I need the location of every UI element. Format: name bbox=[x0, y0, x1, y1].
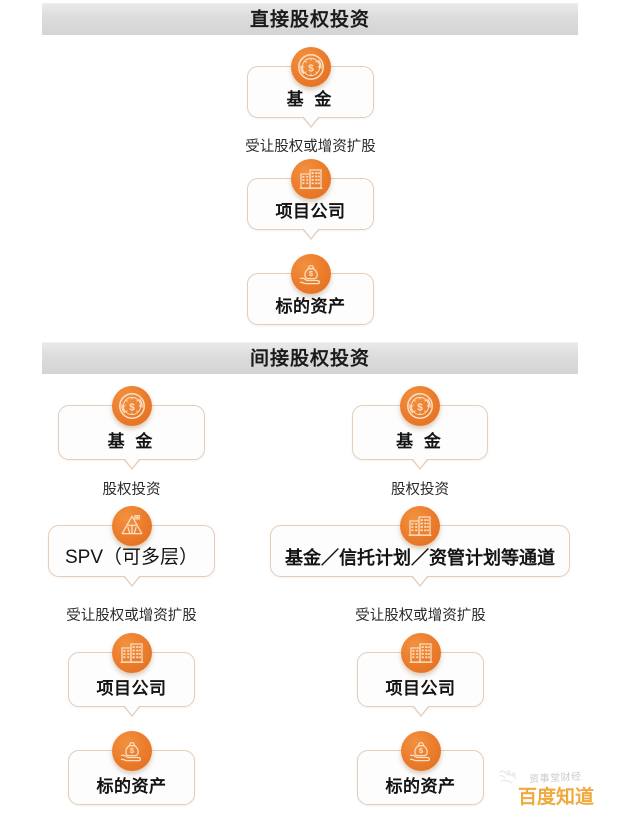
node-bubble: 项目公司 bbox=[247, 159, 374, 240]
node-label: 标的资产 bbox=[96, 777, 167, 797]
building-icon bbox=[290, 159, 331, 199]
bubble-tail bbox=[411, 575, 429, 587]
connector-label-direct-1: 受让股权或增资扩股 bbox=[245, 139, 376, 155]
node-left-fund[interactable]: $ 基 金 bbox=[58, 386, 205, 470]
node-bubble: 项目公司 bbox=[68, 633, 195, 717]
connector-label-left-2: 受让股权或增资扩股 bbox=[66, 608, 197, 624]
building-icon bbox=[400, 633, 441, 673]
bubble-tail bbox=[411, 705, 430, 717]
section-header-direct: 直接股权投资 bbox=[42, 3, 578, 35]
bubble-tail bbox=[411, 458, 429, 470]
node-direct-underlying-asset[interactable]: $ 标的资产 bbox=[247, 254, 374, 325]
section-title-direct: 直接股权投资 bbox=[249, 9, 370, 30]
node-right-channel[interactable]: 基金／信托计划／资管计划等通道 bbox=[270, 506, 570, 587]
node-bubble: $ 标的资产 bbox=[357, 731, 484, 805]
bubble-tail bbox=[122, 458, 141, 470]
node-label: 基 金 bbox=[396, 432, 444, 452]
node-bubble: $ 标的资产 bbox=[68, 731, 195, 805]
node-label: 标的资产 bbox=[275, 297, 346, 317]
connector-label-left-1: 股权投资 bbox=[102, 482, 161, 498]
node-left-project-company[interactable]: 项目公司 bbox=[68, 633, 195, 717]
connector-label-right-1: 股权投资 bbox=[391, 482, 449, 498]
connector-label-right-2: 受让股权或增资扩股 bbox=[355, 608, 486, 624]
node-bubble: $ 基 金 bbox=[352, 386, 488, 470]
svg-text:$: $ bbox=[308, 269, 313, 278]
node-bubble: 项目公司 bbox=[357, 633, 484, 717]
pyramid-layers-icon bbox=[111, 506, 152, 546]
node-label: 项目公司 bbox=[275, 202, 346, 222]
hand-money-bag-icon: $ bbox=[111, 731, 152, 771]
bubble-tail bbox=[122, 705, 141, 717]
node-label: 基金／信托计划／资管计划等通道 bbox=[285, 548, 555, 569]
building-icon bbox=[400, 506, 440, 546]
section-header-indirect: 间接股权投资 bbox=[42, 342, 578, 374]
node-label: SPV（可多层） bbox=[64, 547, 199, 569]
coin-money-icon: $ bbox=[400, 386, 440, 426]
node-label: 项目公司 bbox=[385, 679, 456, 699]
svg-text:$: $ bbox=[417, 402, 423, 413]
node-bubble: SPV（可多层） bbox=[48, 506, 215, 587]
node-label: 基 金 bbox=[286, 90, 335, 110]
node-right-project-company[interactable]: 项目公司 bbox=[357, 633, 484, 717]
svg-text:$: $ bbox=[308, 63, 314, 74]
node-label: 项目公司 bbox=[96, 679, 167, 699]
coin-money-icon: $ bbox=[111, 386, 152, 426]
node-bubble: $ 基 金 bbox=[247, 47, 374, 128]
node-bubble: 基金／信托计划／资管计划等通道 bbox=[270, 506, 570, 587]
building-icon bbox=[111, 633, 152, 673]
hand-money-bag-icon: $ bbox=[400, 731, 441, 771]
bubble-tail bbox=[301, 228, 320, 240]
node-left-spv[interactable]: SPV（可多层） bbox=[48, 506, 215, 587]
node-right-fund[interactable]: $ 基 金 bbox=[352, 386, 488, 470]
node-left-underlying-asset[interactable]: $ 标的资产 bbox=[68, 731, 195, 805]
watermark-brand-text: 百度知道 bbox=[518, 787, 595, 808]
svg-text:$: $ bbox=[418, 746, 423, 755]
hand-money-bag-icon: $ bbox=[290, 254, 331, 294]
node-label: 标的资产 bbox=[385, 777, 456, 797]
node-bubble: $ 标的资产 bbox=[247, 254, 374, 325]
bubble-tail bbox=[301, 116, 320, 128]
watermark: 资事堂财经 百度知道 bbox=[497, 765, 617, 817]
section-title-indirect: 间接股权投资 bbox=[249, 348, 370, 369]
bubble-tail bbox=[122, 575, 141, 587]
node-right-underlying-asset[interactable]: $ 标的资产 bbox=[357, 731, 484, 805]
svg-text:$: $ bbox=[129, 402, 135, 413]
node-direct-fund[interactable]: $ 基 金 bbox=[247, 47, 374, 128]
node-bubble: $ 基 金 bbox=[58, 386, 205, 470]
svg-text:$: $ bbox=[129, 746, 134, 755]
node-label: 基 金 bbox=[107, 432, 156, 452]
node-direct-project-company[interactable]: 项目公司 bbox=[247, 159, 374, 240]
coin-money-icon: $ bbox=[290, 47, 331, 87]
paw-sketch-icon bbox=[497, 767, 527, 789]
